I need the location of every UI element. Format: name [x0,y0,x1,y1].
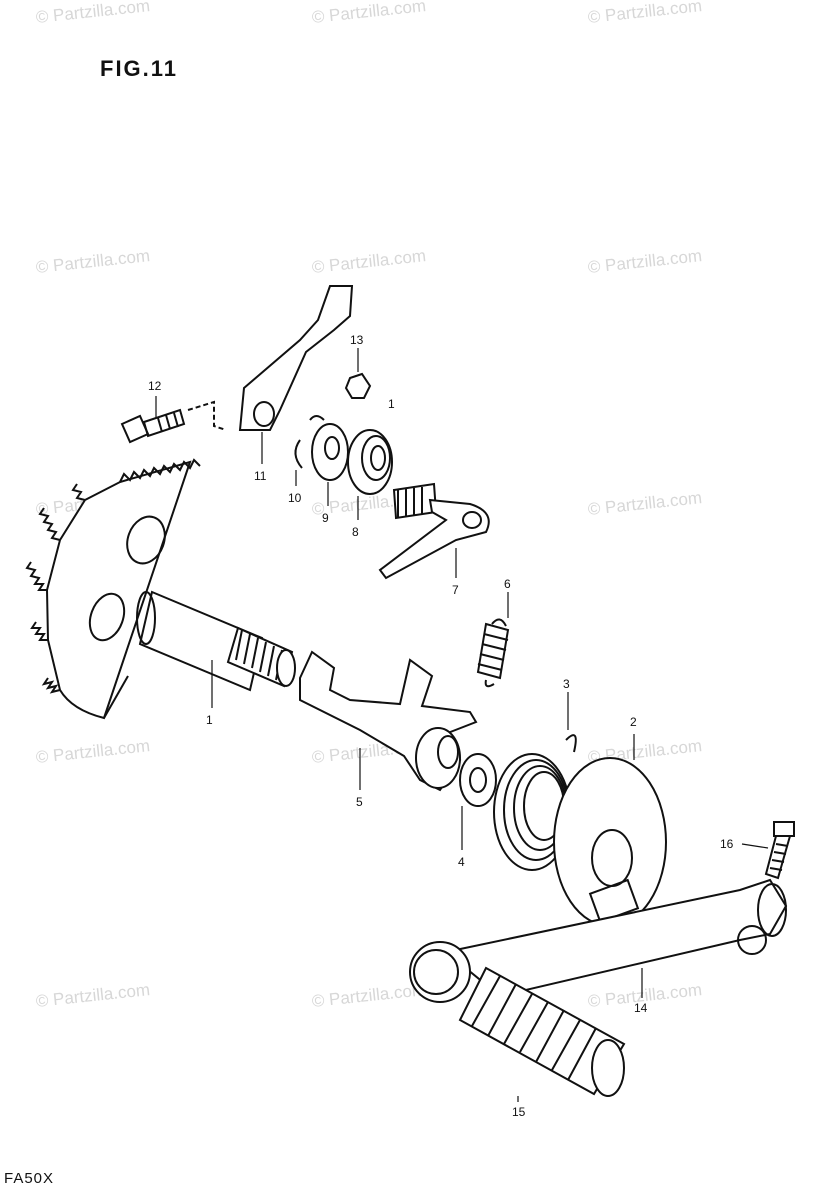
callout-13: 13 [350,333,364,347]
kick-starter-lever [409,878,788,1003]
figure-title: FIG.11 [100,56,179,81]
washer [459,753,497,807]
nut [344,372,372,399]
callout-labels: 1 2 3 4 5 6 7 8 9 10 11 12 13 14 15 16 1 [148,333,734,1119]
bolt [120,400,227,444]
callout-7: 7 [452,583,459,597]
kick-grip [458,966,626,1097]
callout-2: 2 [630,715,637,729]
callout-10: 10 [288,491,302,505]
callout-1-upper: 1 [388,397,395,411]
lever-arm [238,285,354,431]
kick-starter-gear [25,458,201,720]
return-spring [476,618,510,688]
cover-plate [553,757,667,927]
leader-lines [155,348,769,1102]
callout-1: 1 [206,713,213,727]
callout-6: 6 [504,577,511,591]
callout-15: 15 [512,1105,526,1119]
model-code: FA50X [4,1170,55,1187]
callout-9: 9 [322,511,329,525]
callout-12: 12 [148,379,162,393]
kick-starter-guide [299,650,478,792]
callout-4: 4 [458,855,465,869]
callout-14: 14 [634,1001,648,1015]
callout-16: 16 [720,837,734,851]
bearing [347,429,393,495]
callout-11: 11 [254,469,267,483]
ratchet-lever [378,482,490,580]
kick-starter-shaft [136,590,296,692]
callout-5: 5 [356,795,363,809]
callout-3: 3 [563,677,570,691]
circlip [294,415,325,469]
lever-bolt [764,821,795,880]
callout-8: 8 [352,525,359,539]
thrust-washer [311,423,349,481]
